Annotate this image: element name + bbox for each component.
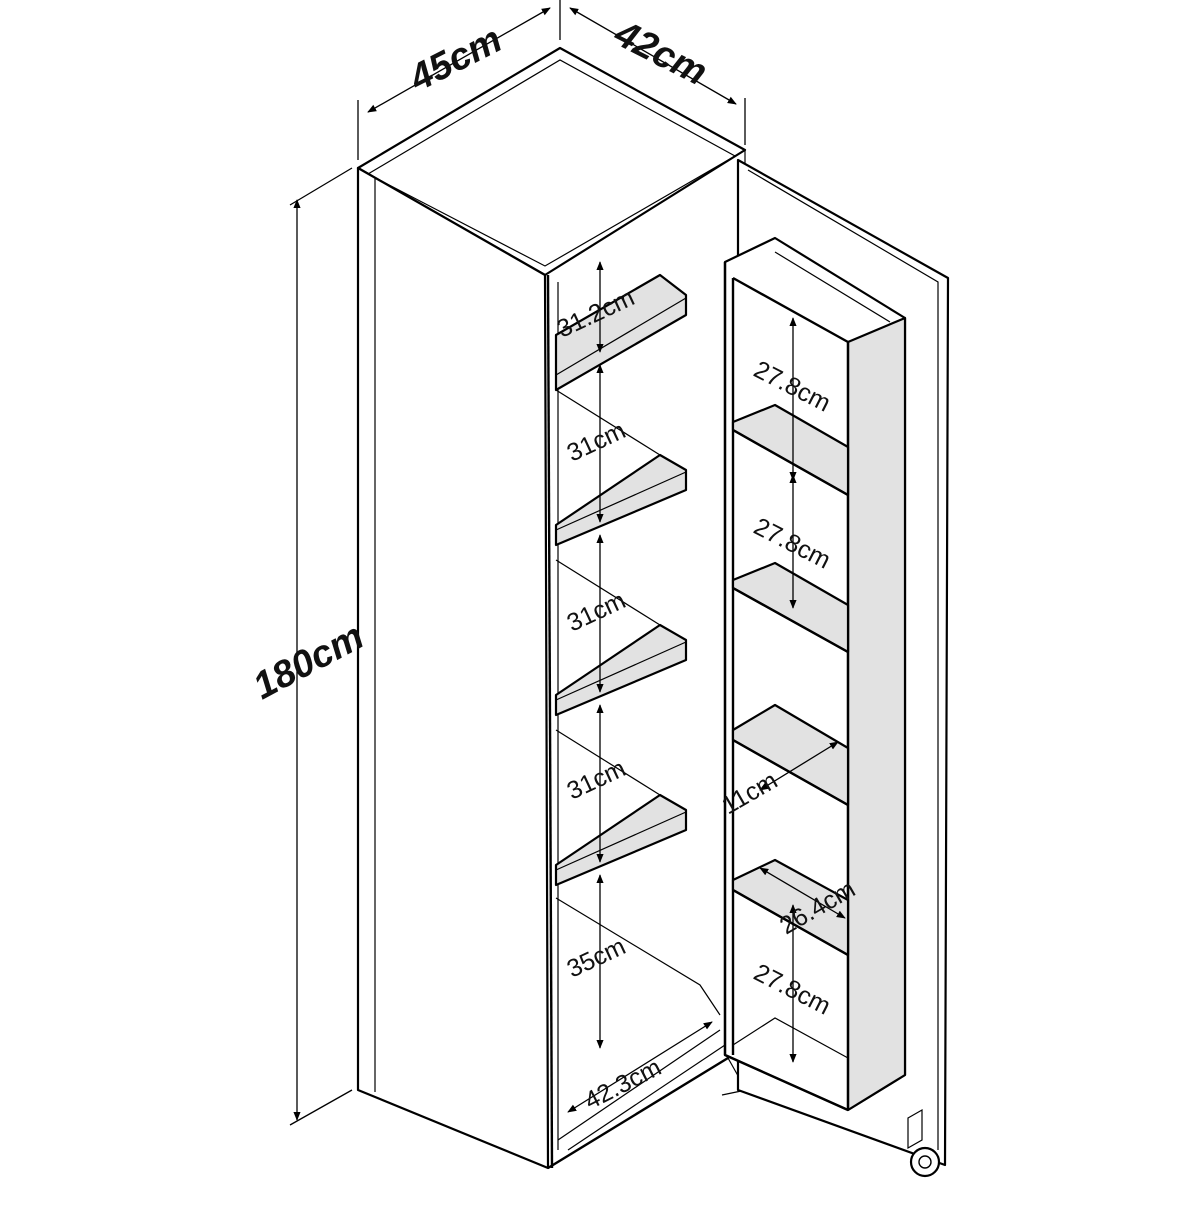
shelf-4 (554, 729, 688, 887)
cabinet-shelves (554, 273, 721, 1016)
height-dimension-line (289, 167, 353, 1126)
height-label: 180cm (247, 615, 371, 708)
cabinet-body (356, 46, 747, 1170)
cabinet-gap-3-label: 31cm (563, 586, 630, 637)
open-door (723, 158, 950, 1167)
cabinet-gap-2-label: 31cm (563, 416, 630, 467)
cabinet-inner-width-label: 42.3cm (580, 1053, 666, 1115)
cabinet-gap-4-label: 31cm (563, 754, 630, 805)
door-rack-dimension-lines (759, 317, 846, 1063)
width-dimension-line (357, 0, 561, 160)
shelf-1 (554, 273, 688, 392)
cabinet-inner-dimension-lines (567, 261, 713, 1113)
shelf-3 (554, 559, 688, 717)
caster-wheel-icon (907, 1108, 941, 1178)
cabinet-gap-5-label: 35cm (563, 932, 630, 983)
depth-dimension-line (569, 7, 746, 145)
shelf-2 (554, 389, 688, 547)
